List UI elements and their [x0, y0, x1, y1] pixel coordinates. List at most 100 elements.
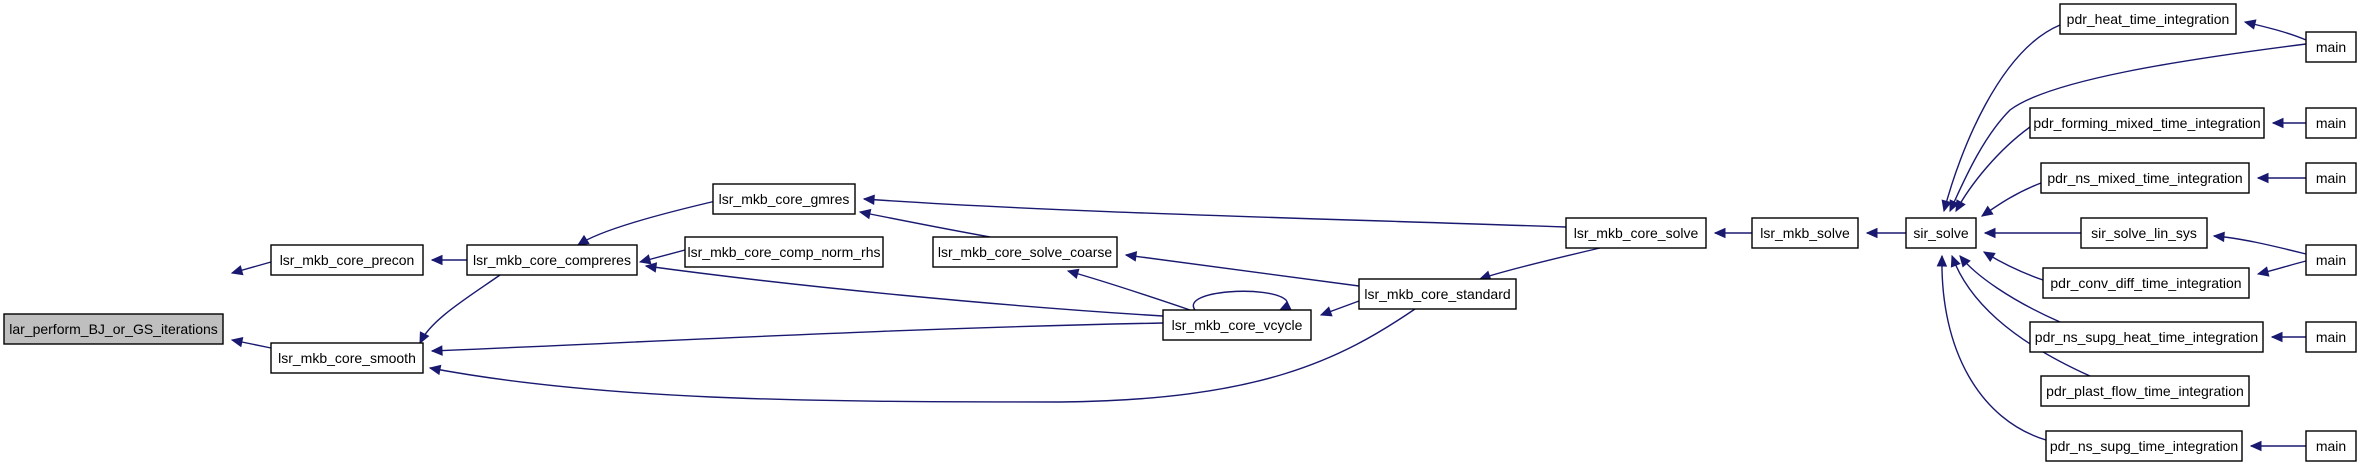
arrowhead [2256, 266, 2270, 277]
node-label: lsr_mkb_core_gmres [719, 191, 850, 207]
edge-layer [230, 19, 2307, 452]
arrowhead [419, 331, 430, 345]
node-label: pdr_heat_time_integration [2067, 11, 2230, 27]
edge-main5-to-supg_heat [2270, 331, 2306, 343]
node-label: pdr_ns_supg_heat_time_integration [2035, 329, 2258, 345]
edge-main3-to-ns_mixed [2256, 172, 2306, 184]
node-sir-solve[interactable]: sir_solve [1905, 217, 1977, 249]
node-core-solve[interactable]: lsr_mkb_core_solve [1565, 217, 1707, 249]
edge-sir_solve-to-mkb_solve [1865, 227, 1906, 239]
node-mkb-solve[interactable]: lsr_mkb_solve [1751, 217, 1859, 249]
arrowhead [2270, 331, 2283, 343]
arrowhead [2243, 19, 2257, 30]
node-label: pdr_ns_mixed_time_integration [2047, 170, 2242, 186]
node-precon[interactable]: lsr_mkb_core_precon [270, 244, 424, 276]
edge-lin_sys-to-sir_solve [1983, 227, 2081, 239]
node-solve-coarse[interactable]: lsr_mkb_core_solve_coarse [932, 236, 1118, 268]
node-label: pdr_forming_mixed_time_integration [2033, 115, 2260, 131]
node-compreres[interactable]: lsr_mkb_core_compreres [466, 244, 638, 276]
node-ns-mixed[interactable]: pdr_ns_mixed_time_integration [2040, 162, 2250, 194]
edge-main1-to-heat [2243, 19, 2307, 41]
node-supg[interactable]: pdr_ns_supg_time_integration [2045, 430, 2243, 462]
node-box [2029, 321, 2264, 353]
node-heat[interactable]: pdr_heat_time_integration [2059, 3, 2237, 35]
edge-compreres-to-smooth [419, 274, 501, 345]
edge-main2-to-forming [2271, 117, 2306, 129]
edge-line [863, 198, 1567, 228]
arrowhead [644, 262, 658, 273]
node-main3[interactable]: main [2305, 162, 2357, 194]
node-layer: lar_perform_BJ_or_GS_iterations lsr_mkb_c… [3, 3, 2357, 462]
edge-line [431, 322, 1164, 352]
arrowhead [638, 254, 652, 265]
node-box [2042, 267, 2250, 299]
node-label: main [2316, 252, 2346, 268]
node-box [270, 244, 424, 276]
edge-line [1955, 126, 2031, 212]
edge-vcycle-to-compreres [644, 262, 1164, 317]
node-box [2305, 162, 2357, 194]
node-root[interactable]: lar_perform_BJ_or_GS_iterations [3, 313, 224, 345]
edge-supg_heat-to-sir_solve [1959, 255, 2061, 323]
edge-supg-to-sir_solve [1936, 254, 2047, 441]
edge-smooth-to-root [230, 336, 272, 349]
arrowhead [1066, 268, 1080, 279]
arrowhead [858, 208, 872, 220]
node-label: main [2316, 115, 2346, 131]
node-box [270, 342, 424, 374]
node-box [2045, 430, 2243, 462]
edge-line [645, 265, 1164, 317]
node-main2[interactable]: main [2305, 107, 2357, 139]
node-vcycle[interactable]: lsr_mkb_core_vcycle [1162, 309, 1312, 341]
node-gmres[interactable]: lsr_mkb_core_gmres [712, 183, 856, 215]
node-comp-norm-rhs[interactable]: lsr_mkb_core_comp_norm_rhs [684, 236, 884, 268]
node-box [466, 244, 638, 276]
node-box [2305, 31, 2357, 63]
node-label: lsr_mkb_core_vcycle [1172, 317, 1303, 333]
node-box [932, 236, 1118, 268]
arrowhead [430, 345, 443, 356]
arrowhead [430, 254, 443, 266]
node-label: main [2316, 329, 2346, 345]
edge-forming-to-sir_solve [1955, 126, 2031, 213]
edge-line [577, 199, 721, 246]
node-main5[interactable]: main [2305, 321, 2357, 353]
node-box [2305, 244, 2357, 276]
node-lin-sys[interactable]: sir_solve_lin_sys [2080, 217, 2208, 249]
arrowhead [2256, 172, 2269, 184]
edge-compreres-to-precon [430, 254, 467, 266]
node-standard[interactable]: lsr_mkb_core_standard [1358, 278, 1517, 310]
node-supg-heat[interactable]: pdr_ns_supg_heat_time_integration [2029, 321, 2264, 353]
arrowhead [1865, 227, 1878, 239]
edge-core_solve-to-standard [1478, 247, 1601, 281]
node-main4[interactable]: main [2305, 244, 2357, 276]
node-plast[interactable]: pdr_plast_flow_time_integration [2040, 375, 2250, 407]
arrowhead [230, 336, 244, 348]
node-label: main [2316, 170, 2346, 186]
node-box [2305, 321, 2357, 353]
arrowhead [1983, 227, 1996, 239]
node-box [2305, 430, 2357, 462]
node-conv-diff[interactable]: pdr_conv_diff_time_integration [2042, 267, 2250, 299]
edge-ns_mixed-to-sir_solve [1980, 182, 2042, 217]
node-label: lsr_mkb_core_solve_coarse [938, 244, 1113, 260]
node-label: pdr_ns_supg_time_integration [2050, 438, 2238, 454]
edge-core_solve-to-gmres [862, 194, 1567, 228]
edge-gmres-to-compreres [576, 199, 721, 246]
edge-line [419, 274, 501, 344]
node-label: sir_solve_lin_sys [2091, 225, 2197, 241]
arrowhead [1950, 254, 1961, 268]
node-main1[interactable]: main [2305, 31, 2357, 63]
node-box [2040, 375, 2250, 407]
arrowhead [1982, 251, 1996, 263]
node-smooth[interactable]: lsr_mkb_core_smooth [270, 342, 424, 374]
arrowhead [1124, 251, 1138, 262]
edge-standard-to-solve_coarse [1124, 251, 1360, 287]
arrowhead [230, 265, 244, 276]
node-main6[interactable]: main [2305, 430, 2357, 462]
edge-main6-to-supg [2249, 440, 2306, 452]
edge-vcycle-to-vcycle [1192, 290, 1292, 311]
node-box [2080, 217, 2208, 249]
node-forming[interactable]: pdr_forming_mixed_time_integration [2029, 107, 2265, 139]
